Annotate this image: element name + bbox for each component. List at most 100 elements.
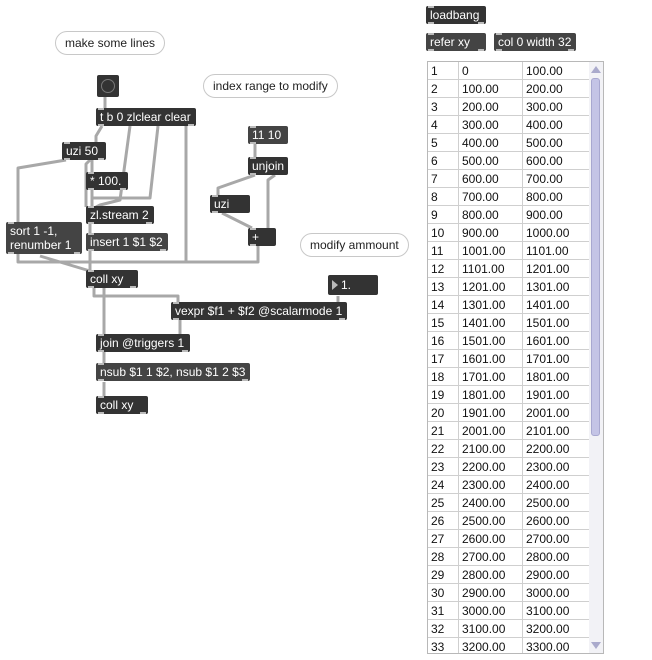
coll-xy-object[interactable]: coll xy bbox=[86, 270, 138, 288]
coll-xy-object-2[interactable]: coll xy bbox=[96, 396, 148, 414]
table-cell[interactable]: 2800.00 bbox=[523, 548, 592, 566]
scroll-up-arrow-icon[interactable] bbox=[591, 66, 601, 73]
outlet[interactable] bbox=[146, 222, 152, 224]
table-cell[interactable]: 600.00 bbox=[459, 170, 523, 188]
table-cell[interactable]: 900.00 bbox=[459, 224, 523, 242]
outlet[interactable] bbox=[568, 49, 574, 51]
inlet[interactable] bbox=[496, 33, 502, 35]
table-cell[interactable]: 900.00 bbox=[523, 206, 592, 224]
table-cell[interactable]: 14 bbox=[428, 296, 459, 314]
outlet[interactable] bbox=[98, 158, 104, 160]
table-cell[interactable]: 2 bbox=[428, 80, 459, 98]
col-width-message[interactable]: col 0 width 32 bbox=[494, 33, 576, 51]
table-cell[interactable]: 2500.00 bbox=[523, 494, 592, 512]
table-cell[interactable]: 27 bbox=[428, 530, 459, 548]
table-cell[interactable]: 1401.00 bbox=[523, 296, 592, 314]
table-cell[interactable]: 3100.00 bbox=[459, 620, 523, 638]
table-cell[interactable]: 1501.00 bbox=[523, 314, 592, 332]
table-cell[interactable]: 6 bbox=[428, 152, 459, 170]
table-cell[interactable]: 2200.00 bbox=[523, 440, 592, 458]
outlet[interactable] bbox=[98, 350, 104, 352]
outlet[interactable] bbox=[188, 124, 194, 126]
table-cell[interactable]: 21 bbox=[428, 422, 459, 440]
table-cell[interactable]: 33 bbox=[428, 638, 459, 653]
table-cell[interactable]: 3100.00 bbox=[523, 602, 592, 620]
table-cell[interactable]: 2400.00 bbox=[459, 494, 523, 512]
range-message[interactable]: 11 10 bbox=[248, 126, 288, 144]
uzi-50-object[interactable]: uzi 50 bbox=[62, 142, 106, 160]
inlet[interactable] bbox=[428, 33, 434, 35]
outlet[interactable] bbox=[250, 244, 256, 246]
table-cell[interactable]: 2600.00 bbox=[523, 512, 592, 530]
table-cell[interactable]: 700.00 bbox=[459, 188, 523, 206]
table-cell[interactable]: 1801.00 bbox=[459, 386, 523, 404]
outlet[interactable] bbox=[98, 379, 104, 381]
table-cell[interactable]: 0 bbox=[459, 62, 523, 80]
join-object[interactable]: join @triggers 1 bbox=[96, 334, 190, 352]
inlet[interactable] bbox=[98, 363, 104, 365]
table-cell[interactable]: 2300.00 bbox=[459, 476, 523, 494]
outlet[interactable] bbox=[428, 22, 434, 24]
table-cell[interactable]: 1 bbox=[428, 62, 459, 80]
table-cell[interactable]: 800.00 bbox=[459, 206, 523, 224]
multiply-object[interactable]: * 100. bbox=[86, 172, 128, 190]
outlet[interactable] bbox=[496, 49, 502, 51]
table-cell[interactable]: 3000.00 bbox=[459, 602, 523, 620]
table-cell[interactable]: 700.00 bbox=[523, 170, 592, 188]
table-cell[interactable]: 1501.00 bbox=[459, 332, 523, 350]
table-scrollbar[interactable] bbox=[589, 62, 603, 653]
table-cell[interactable]: 2400.00 bbox=[523, 476, 592, 494]
table-cell[interactable]: 100.00 bbox=[523, 62, 592, 80]
outlet[interactable] bbox=[8, 252, 14, 254]
table-cell[interactable]: 100.00 bbox=[459, 80, 523, 98]
outlet[interactable] bbox=[88, 286, 94, 288]
table-cell[interactable]: 1201.00 bbox=[459, 278, 523, 296]
refer-xy-message[interactable]: refer xy bbox=[426, 33, 486, 51]
outlet[interactable] bbox=[130, 286, 136, 288]
table-cell[interactable]: 29 bbox=[428, 566, 459, 584]
table-cell[interactable]: 2900.00 bbox=[523, 566, 592, 584]
table-cell[interactable]: 2101.00 bbox=[523, 422, 592, 440]
table-cell[interactable]: 1701.00 bbox=[459, 368, 523, 386]
table-cell[interactable]: 30 bbox=[428, 584, 459, 602]
modify-amount-number-box[interactable]: 1. bbox=[328, 275, 378, 295]
table-cell[interactable]: 4 bbox=[428, 116, 459, 134]
table-cell[interactable]: 2100.00 bbox=[459, 440, 523, 458]
inlet[interactable] bbox=[64, 142, 70, 144]
zl-stream-object[interactable]: zl.stream 2 bbox=[86, 206, 154, 224]
table-cell[interactable]: 2700.00 bbox=[459, 548, 523, 566]
table-cell[interactable]: 2900.00 bbox=[459, 584, 523, 602]
table-cell[interactable]: 2600.00 bbox=[459, 530, 523, 548]
outlet[interactable] bbox=[88, 188, 94, 190]
table-cell[interactable]: 8 bbox=[428, 188, 459, 206]
table-cell[interactable]: 25 bbox=[428, 494, 459, 512]
table-cell[interactable]: 1000.00 bbox=[523, 224, 592, 242]
plus-object[interactable]: + bbox=[248, 228, 276, 246]
table-cell[interactable]: 2500.00 bbox=[459, 512, 523, 530]
uzi-object[interactable]: uzi bbox=[210, 195, 250, 213]
table-cell[interactable]: 17 bbox=[428, 350, 459, 368]
table-cell[interactable]: 16 bbox=[428, 332, 459, 350]
outlet[interactable] bbox=[182, 350, 188, 352]
table-cell[interactable]: 22 bbox=[428, 440, 459, 458]
table-cell[interactable]: 5 bbox=[428, 134, 459, 152]
